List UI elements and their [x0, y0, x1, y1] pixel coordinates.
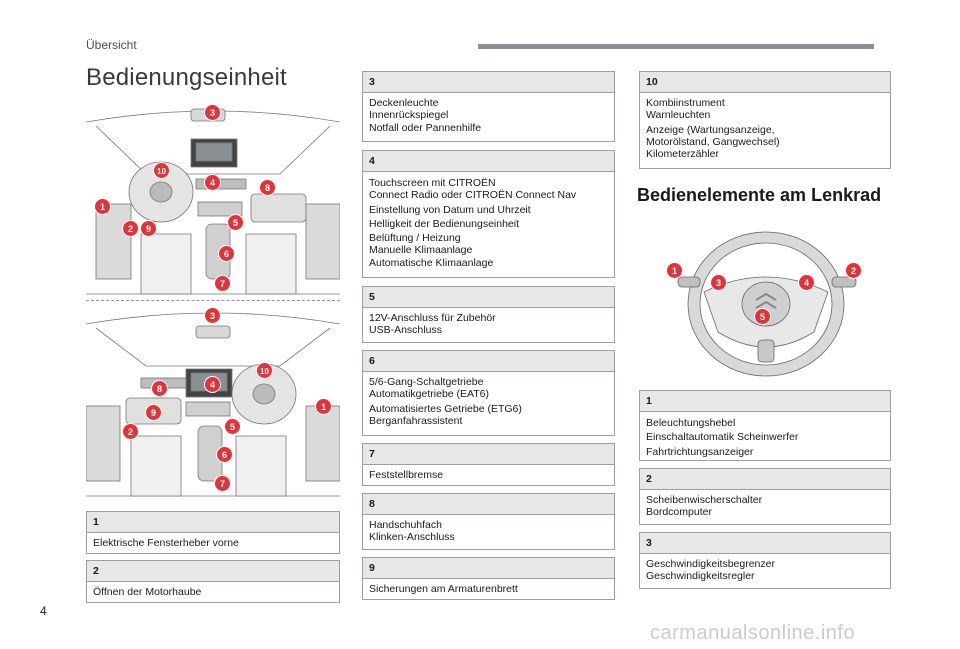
- legend-box-7: 7 Feststellbremse: [362, 443, 615, 486]
- legend-box-number: 2: [640, 469, 890, 490]
- legend-line: Belüftung / Heizung: [369, 232, 461, 245]
- legend-line: Berganfahrassistent: [369, 414, 463, 427]
- legend-box-5: 5 12V-Anschluss für Zubehör USB-Anschlus…: [362, 286, 615, 343]
- legend-box-number: 8: [363, 494, 614, 515]
- legend-line: USB-Anschluss: [369, 324, 442, 337]
- callout-badge: 8: [259, 179, 276, 196]
- callout-badge: 5: [754, 308, 771, 325]
- callout-badge: 6: [216, 446, 233, 463]
- legend-line: Scheibenwischerschalter: [646, 494, 763, 506]
- legend-line: Geschwindigkeitsregler: [646, 570, 755, 583]
- legend-box-2-left: 2 Öffnen der Motorhaube: [86, 560, 340, 603]
- legend-box-number: 2: [87, 561, 339, 582]
- legend-box-number: 1: [87, 512, 339, 533]
- legend-line: Innenrückspiegel: [369, 109, 449, 122]
- legend-line: Automatische Klimaanlage: [369, 256, 494, 269]
- callout-badge: 5: [224, 418, 241, 435]
- legend-line: Kilometerzähler: [646, 148, 719, 161]
- dashboard-lhd-drawing: [85, 108, 341, 295]
- callout-badge: 9: [140, 220, 157, 237]
- callout-badge: 5: [227, 214, 244, 231]
- callout-badge: 3: [204, 104, 221, 121]
- legend-line: 12V-Anschluss für Zubehör: [369, 312, 496, 324]
- header-bar: [478, 44, 874, 49]
- callout-badge: 10: [256, 362, 273, 379]
- legend-box-3: 3 Deckenleuchte Innenrückspiegel Notfall…: [362, 71, 615, 142]
- callout-badge: 1: [666, 262, 683, 279]
- legend-box-4: 4 Touchscreen mit CITROËN Connect Radio …: [362, 150, 615, 278]
- legend-box-9: 9 Sicherungen am Armaturenbrett: [362, 557, 615, 600]
- legend-box-10: 10 Kombiinstrument Warnleuchten Anzeige …: [639, 71, 891, 169]
- callout-badge: 1: [94, 198, 111, 215]
- legend-line: Geschwindigkeitsbegrenzer: [646, 558, 775, 570]
- watermark: carmanualsonline.info: [650, 622, 856, 644]
- dashboard-illustration-lhd: 3 10 4 8 1 2 9 5 6 7: [85, 104, 341, 296]
- callout-badge: 9: [145, 404, 162, 421]
- legend-line: Manuelle Klimaanlage: [369, 244, 473, 257]
- legend-line: Motorölstand, Gangwechsel): [646, 135, 780, 148]
- legend-box-1-left: 1 Elektrische Fensterheber vorne: [86, 511, 340, 554]
- illustration-divider: [86, 300, 340, 301]
- legend-box-number: 9: [363, 558, 614, 579]
- page-title: Bedienungseinheit: [86, 64, 287, 91]
- legend-box-6: 6 5/6-Gang-Schaltgetriebe Automatikgetri…: [362, 350, 615, 436]
- legend-box-number: 3: [363, 72, 614, 93]
- legend-line: Connect Radio oder CITROËN Connect Nav: [369, 189, 577, 202]
- legend-line: Einschaltautomatik Scheinwerfer: [646, 431, 799, 444]
- callout-badge: 3: [204, 307, 221, 324]
- callout-badge: 2: [122, 220, 139, 237]
- callout-badge: 4: [204, 376, 221, 393]
- callout-badge: 4: [798, 274, 815, 291]
- dashboard-rhd-drawing: [85, 312, 341, 497]
- legend-line: Sicherungen am Armaturenbrett: [369, 583, 518, 595]
- legend-line: Deckenleuchte: [369, 97, 439, 109]
- callout-badge: 4: [204, 174, 221, 191]
- legend-line: Automatisiertes Getriebe (ETG6): [369, 402, 522, 415]
- legend-line: Warnleuchten: [646, 109, 711, 122]
- legend-box-number: 3: [640, 533, 890, 554]
- legend-line: Elektrische Fensterheber vorne: [93, 537, 239, 549]
- legend-box-8: 8 Handschuhfach Klinken-Anschluss: [362, 493, 615, 550]
- steering-controls-title: Bedienelemente am Lenkrad: [637, 185, 882, 205]
- legend-line: Einstellung von Datum und Uhrzeit: [369, 203, 531, 216]
- legend-box-1-right: 1 Beleuchtungshebel Einschaltautomatik S…: [639, 390, 891, 461]
- legend-line: Klinken-Anschluss: [369, 531, 455, 544]
- legend-line: 5/6-Gang-Schaltgetriebe: [369, 376, 484, 388]
- callout-badge: 7: [214, 475, 231, 492]
- legend-box-3-right: 3 Geschwindigkeitsbegrenzer Geschwindigk…: [639, 532, 891, 589]
- callout-badge: 8: [151, 380, 168, 397]
- legend-box-number: 6: [363, 351, 614, 372]
- legend-box-number: 10: [640, 72, 890, 93]
- callout-badge: 2: [122, 423, 139, 440]
- steering-wheel-illustration: 1 2 3 4 5: [664, 222, 876, 384]
- legend-line: Beleuchtungshebel: [646, 417, 736, 429]
- callout-badge: 10: [153, 162, 170, 179]
- legend-line: Handschuhfach: [369, 519, 442, 531]
- legend-box-number: 1: [640, 391, 890, 412]
- legend-line: Fahrtrichtungsanzeiger: [646, 445, 754, 458]
- legend-line: Touchscreen mit CITROËN: [369, 177, 496, 189]
- legend-line: Bordcomputer: [646, 506, 712, 519]
- legend-box-number: 5: [363, 287, 614, 308]
- legend-line: Kombiinstrument: [646, 97, 725, 109]
- legend-line: Anzeige (Wartungsanzeige,: [646, 123, 775, 136]
- dashboard-illustration-rhd: 3 10 8 4 9 1 2 5 6 7: [85, 306, 341, 498]
- page-number: 4: [40, 604, 47, 618]
- callout-badge: 7: [214, 275, 231, 292]
- legend-line: Helligkeit der Bedienungseinheit: [369, 217, 520, 230]
- legend-box-2-right: 2 Scheibenwischerschalter Bordcomputer: [639, 468, 891, 525]
- header-section-label: Übersicht: [86, 38, 137, 52]
- callout-badge: 6: [218, 245, 235, 262]
- callout-badge: 1: [315, 398, 332, 415]
- legend-line: Notfall oder Pannenhilfe: [369, 121, 482, 134]
- legend-line: Automatikgetriebe (EAT6): [369, 388, 490, 401]
- steering-wheel-drawing: [677, 231, 857, 377]
- legend-box-number: 4: [363, 151, 614, 172]
- legend-box-number: 7: [363, 444, 614, 465]
- legend-line: Öffnen der Motorhaube: [93, 586, 202, 598]
- legend-line: Feststellbremse: [369, 469, 444, 481]
- callout-badge: 2: [845, 262, 862, 279]
- callout-badge: 3: [710, 274, 727, 291]
